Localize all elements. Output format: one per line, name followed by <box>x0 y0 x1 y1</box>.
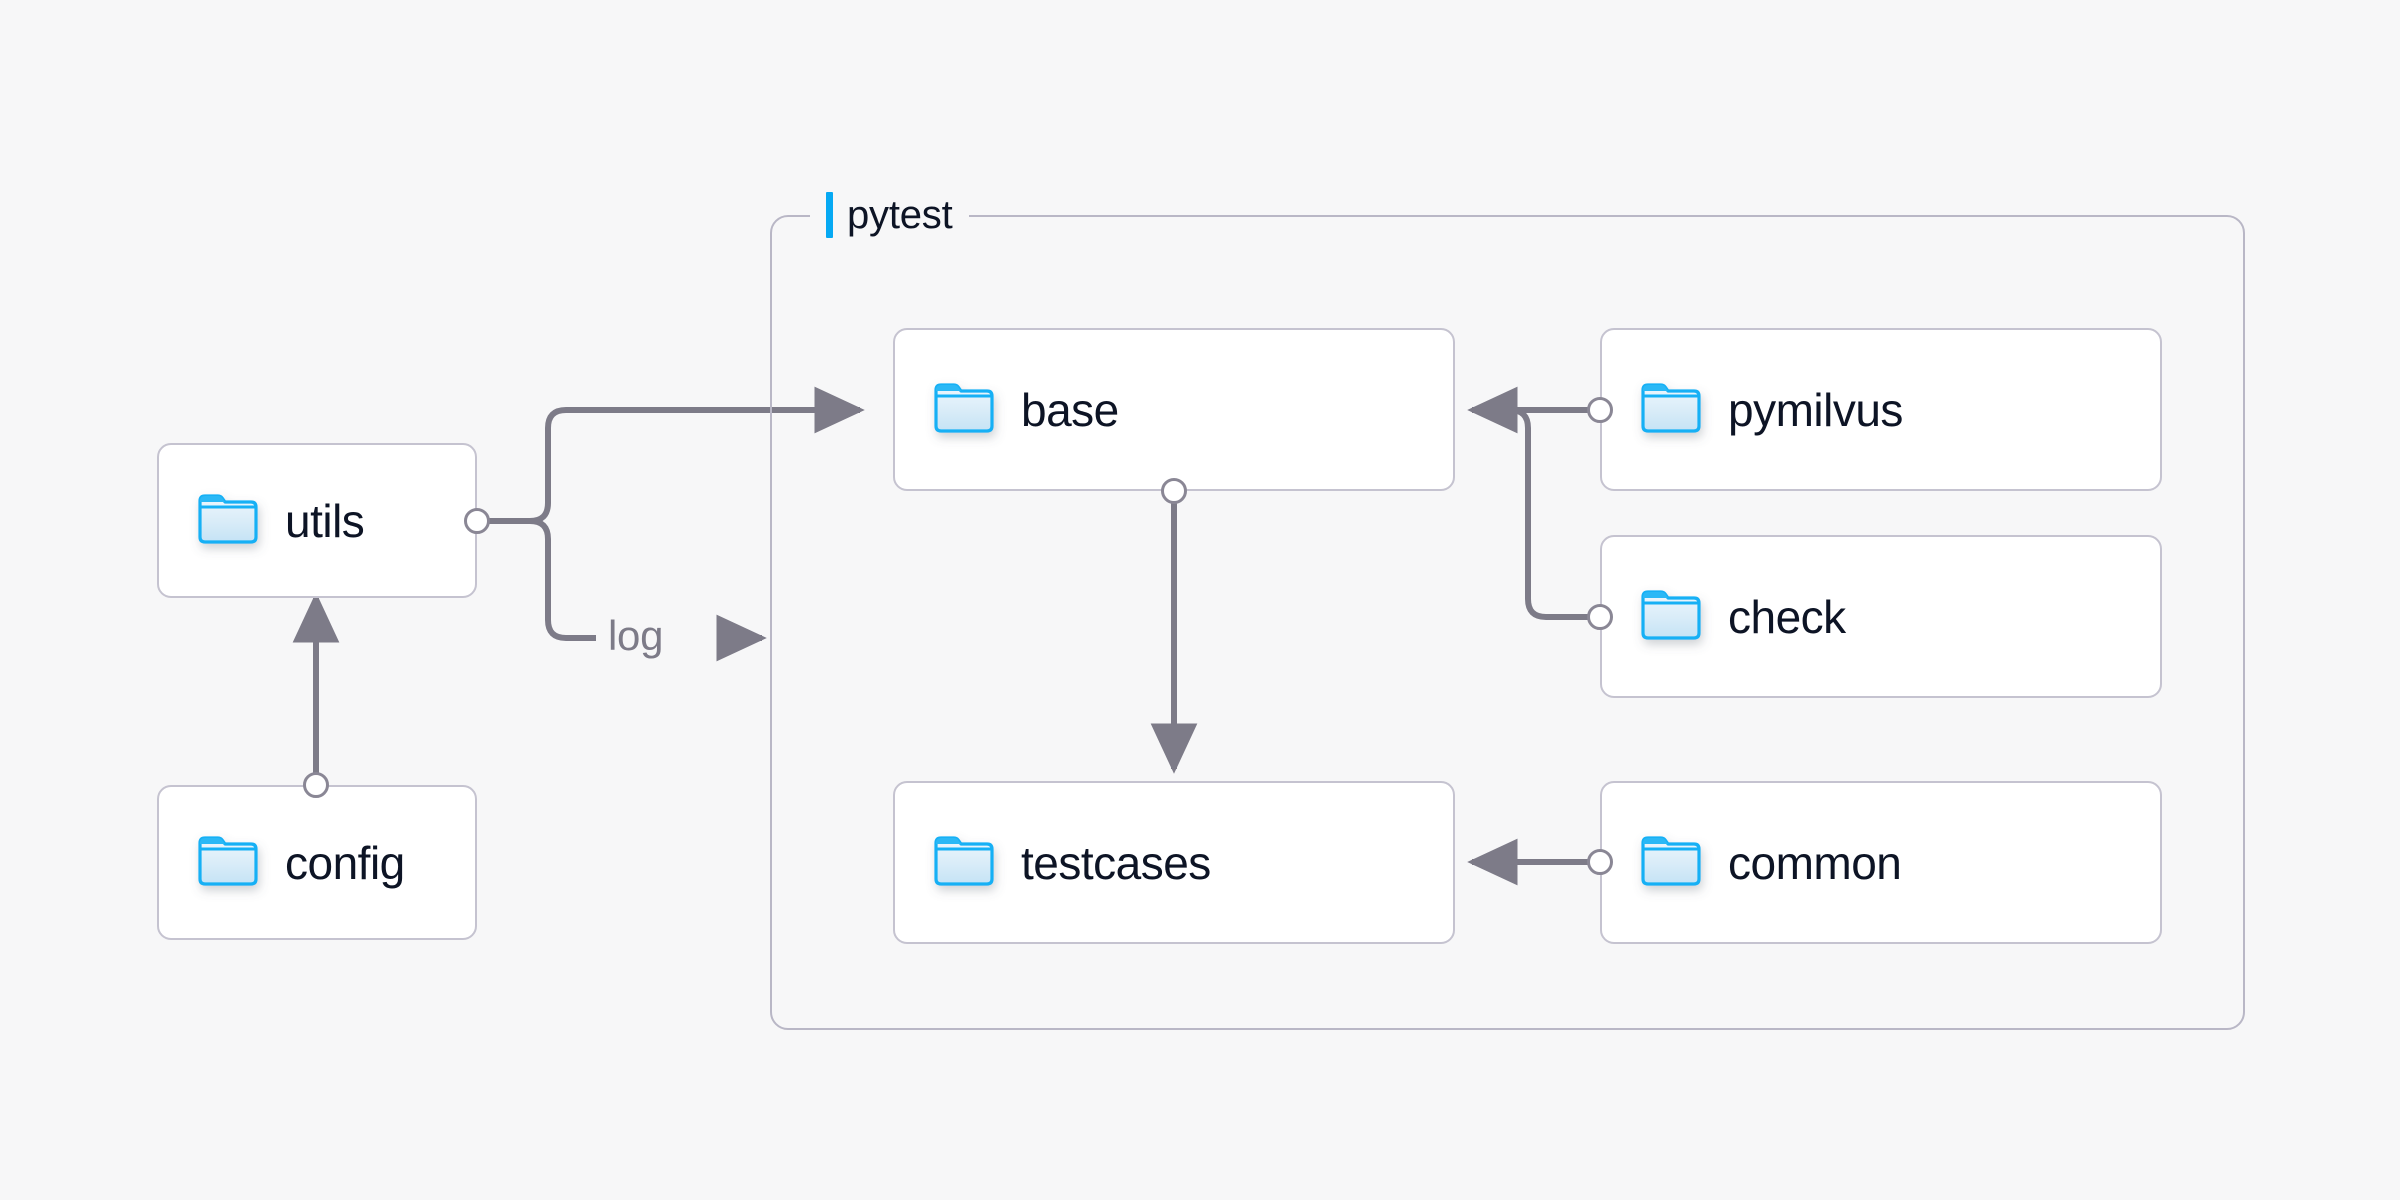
folder-icon <box>1640 380 1702 439</box>
node-pymilvus-label: pymilvus <box>1728 383 1903 436</box>
group-title-text: pytest <box>847 192 953 237</box>
node-config[interactable]: config <box>157 785 477 940</box>
edge-label-log: log <box>600 615 672 657</box>
folder-icon <box>1640 833 1702 892</box>
node-base[interactable]: base <box>893 328 1455 491</box>
group-pytest-label: pytest <box>810 192 969 238</box>
port-base-bottom[interactable] <box>1161 478 1187 504</box>
port-pymilvus-left[interactable] <box>1587 397 1613 423</box>
node-config-label: config <box>285 836 405 889</box>
folder-icon <box>1640 587 1702 646</box>
port-common-left[interactable] <box>1587 849 1613 875</box>
group-accent-bar <box>826 192 833 238</box>
node-base-label: base <box>1021 383 1119 436</box>
node-utils-label: utils <box>285 494 365 547</box>
node-testcases[interactable]: testcases <box>893 781 1455 944</box>
port-config-top[interactable] <box>303 772 329 798</box>
folder-icon <box>197 833 259 892</box>
folder-icon <box>933 380 995 439</box>
node-common[interactable]: common <box>1600 781 2162 944</box>
node-check[interactable]: check <box>1600 535 2162 698</box>
node-utils[interactable]: utils <box>157 443 477 598</box>
folder-icon <box>933 833 995 892</box>
port-utils-right[interactable] <box>464 508 490 534</box>
node-common-label: common <box>1728 836 1902 889</box>
group-pytest[interactable] <box>770 215 2245 1030</box>
node-testcases-label: testcases <box>1021 836 1211 889</box>
folder-icon <box>197 491 259 550</box>
port-check-left[interactable] <box>1587 604 1613 630</box>
node-check-label: check <box>1728 590 1846 643</box>
node-pymilvus[interactable]: pymilvus <box>1600 328 2162 491</box>
